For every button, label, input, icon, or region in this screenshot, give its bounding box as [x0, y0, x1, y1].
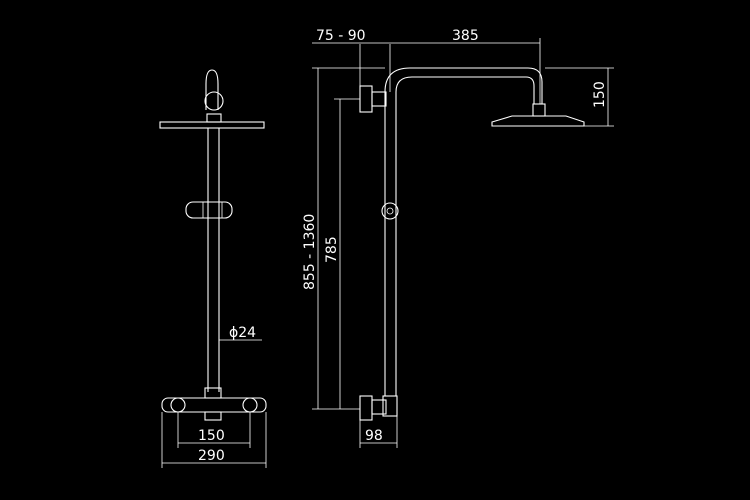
- front-top-joint: [205, 69, 219, 110]
- front-joint-ring: [204, 91, 224, 111]
- side-lower-wall-flange: [359, 395, 373, 421]
- side-view: 75 - 90 385 150 855 - 1360 785 98: [302, 28, 614, 448]
- front-mixer-body: [161, 397, 267, 413]
- side-shower-head: [491, 115, 585, 127]
- front-mixer-knob-left: [170, 397, 186, 413]
- side-upper-bracket: [371, 91, 387, 107]
- front-view: ϕ24 150 290: [159, 69, 267, 468]
- front-joint-nut: [206, 113, 222, 123]
- dim-785-label: 785: [324, 236, 340, 263]
- side-shower-arm-outer: [384, 67, 543, 104]
- side-lower-bracket: [371, 399, 387, 415]
- side-slider-holder-center: [386, 207, 394, 215]
- dim-diameter-label: ϕ24: [229, 325, 256, 341]
- side-upper-wall-flange: [359, 85, 373, 113]
- dim-150-label: 150: [198, 428, 225, 444]
- front-shower-head: [159, 121, 265, 129]
- front-slider-holder: [185, 201, 233, 219]
- side-head-neck: [532, 103, 546, 117]
- dim-height-label: 855 - 1360: [302, 214, 318, 290]
- side-shower-arm-inner: [395, 76, 535, 104]
- dim-98-label: 98: [365, 428, 383, 444]
- dim-75-90-label: 75 - 90: [316, 28, 366, 44]
- side-mixer-body: [382, 395, 398, 417]
- dim-290-label: 290: [198, 448, 225, 464]
- dim-head-drop-label: 150: [592, 81, 608, 108]
- front-mixer-outlet: [204, 411, 222, 421]
- dim-385-label: 385: [452, 28, 479, 44]
- side-slider-holder: [381, 202, 399, 220]
- front-mixer-knob-right: [242, 397, 258, 413]
